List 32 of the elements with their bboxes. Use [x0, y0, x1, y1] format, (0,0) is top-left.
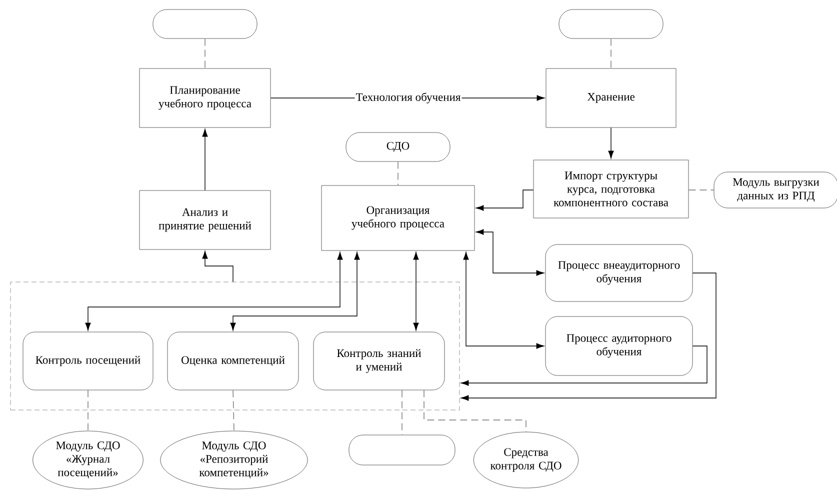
rounded-label-box	[348, 434, 456, 466]
arrow	[85, 252, 343, 331]
dashed-group-frame	[10, 282, 460, 410]
arrow	[230, 252, 360, 331]
process-box: Хранение	[546, 68, 676, 128]
rounded-process-box: Процесс внеаудиторного обучения	[545, 244, 693, 302]
rounded-process-box: Контроль знаний и умений	[313, 332, 445, 390]
arrow	[413, 252, 419, 331]
arrow	[460, 346, 708, 386]
rounded-process-box: Процесс аудиторного обучения	[545, 316, 693, 376]
arrow	[608, 127, 614, 159]
arrow	[476, 229, 544, 276]
rounded-label-box	[152, 9, 258, 39]
process-box: Импорт структуры курса, подготовка компонентного состава	[533, 160, 689, 218]
arrow	[202, 250, 234, 282]
rounded-label-box: СДО	[346, 132, 450, 162]
rounded-process-box: Оценка компетенций	[167, 332, 299, 390]
rounded-label-box	[558, 9, 664, 39]
dashed-connector	[204, 38, 206, 69]
process-box: Анализ и принятие решений	[139, 190, 271, 250]
dashed-connector	[232, 390, 234, 432]
process-box: Организация учебного процесса	[321, 185, 475, 251]
arrow	[460, 272, 716, 401]
arrow	[202, 128, 208, 191]
edge-label: Технология обучения	[354, 92, 462, 104]
rounded-label-box: Модуль выгрузки данных из РПД	[714, 172, 837, 208]
rounded-process-box: Контроль посещений	[22, 332, 154, 390]
process-box: Планирование учебного процесса	[139, 68, 271, 128]
dashed-connector	[424, 390, 526, 432]
arrow	[463, 252, 544, 349]
dashed-connector	[610, 38, 612, 69]
arrow	[476, 190, 534, 211]
